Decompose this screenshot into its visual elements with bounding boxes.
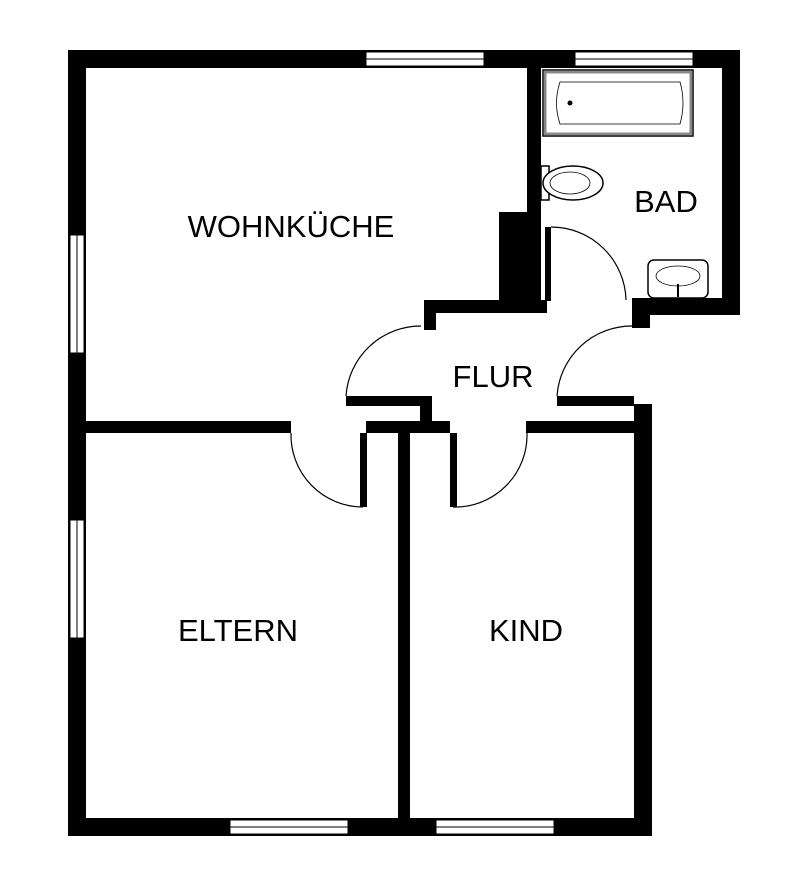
room-label-wohnkueche: WOHNKÜCHE	[188, 209, 395, 244]
door-bad	[545, 226, 627, 301]
room-labels: WOHNKÜCHE BAD FLUR ELTERN KIND	[178, 184, 698, 648]
room-label-kind: KIND	[489, 613, 563, 648]
door-kind	[450, 432, 528, 508]
door-eltern	[290, 432, 367, 508]
windows	[69, 51, 694, 835]
room-label-bad: BAD	[634, 184, 698, 219]
room-label-eltern: ELTERN	[178, 613, 298, 648]
bathtub-icon	[542, 69, 694, 137]
door-wohnkueche	[345, 325, 422, 400]
doors	[290, 226, 633, 508]
interior-walls	[86, 68, 636, 836]
door-flur-right	[556, 325, 633, 397]
toilet-icon	[540, 165, 604, 201]
room-label-flur: FLUR	[453, 359, 534, 394]
washbasin-icon	[647, 259, 709, 299]
